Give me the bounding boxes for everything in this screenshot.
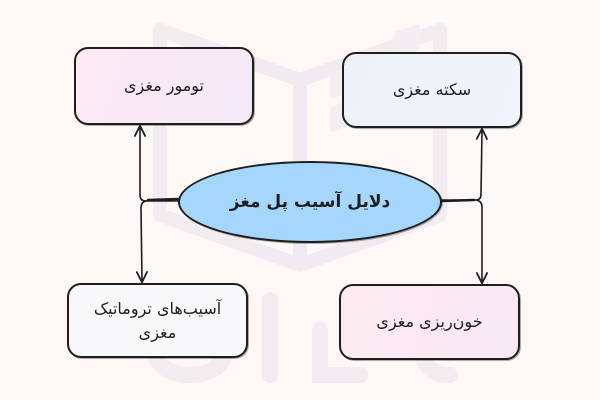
node-label: تومور مغزی [124,76,205,95]
edge-center-to-stroke [441,130,482,201]
node-label: خون‌ریزی مغزی [376,312,483,331]
edge-center-to-bleed [475,199,482,282]
center-node-label: دلایل آسیب پل مغز [229,192,391,212]
node-brain-tumor: تومور مغزی [74,47,254,125]
node-label: آسیب‌های تروماتیک مغزی [93,298,222,342]
edge-center-to-tumor [140,127,180,202]
node-label: سکته مغزی [392,80,472,99]
node-brain-hemorrhage: خون‌ریزی مغزی [339,284,520,360]
edge-center-to-trauma [141,200,146,281]
center-node-pons-damage-causes: دلایل آسیب پل مغز [178,161,442,243]
node-traumatic-brain-injury: آسیب‌های تروماتیک مغزی [67,283,248,358]
node-brain-stroke: سکته مغزی [342,52,522,128]
